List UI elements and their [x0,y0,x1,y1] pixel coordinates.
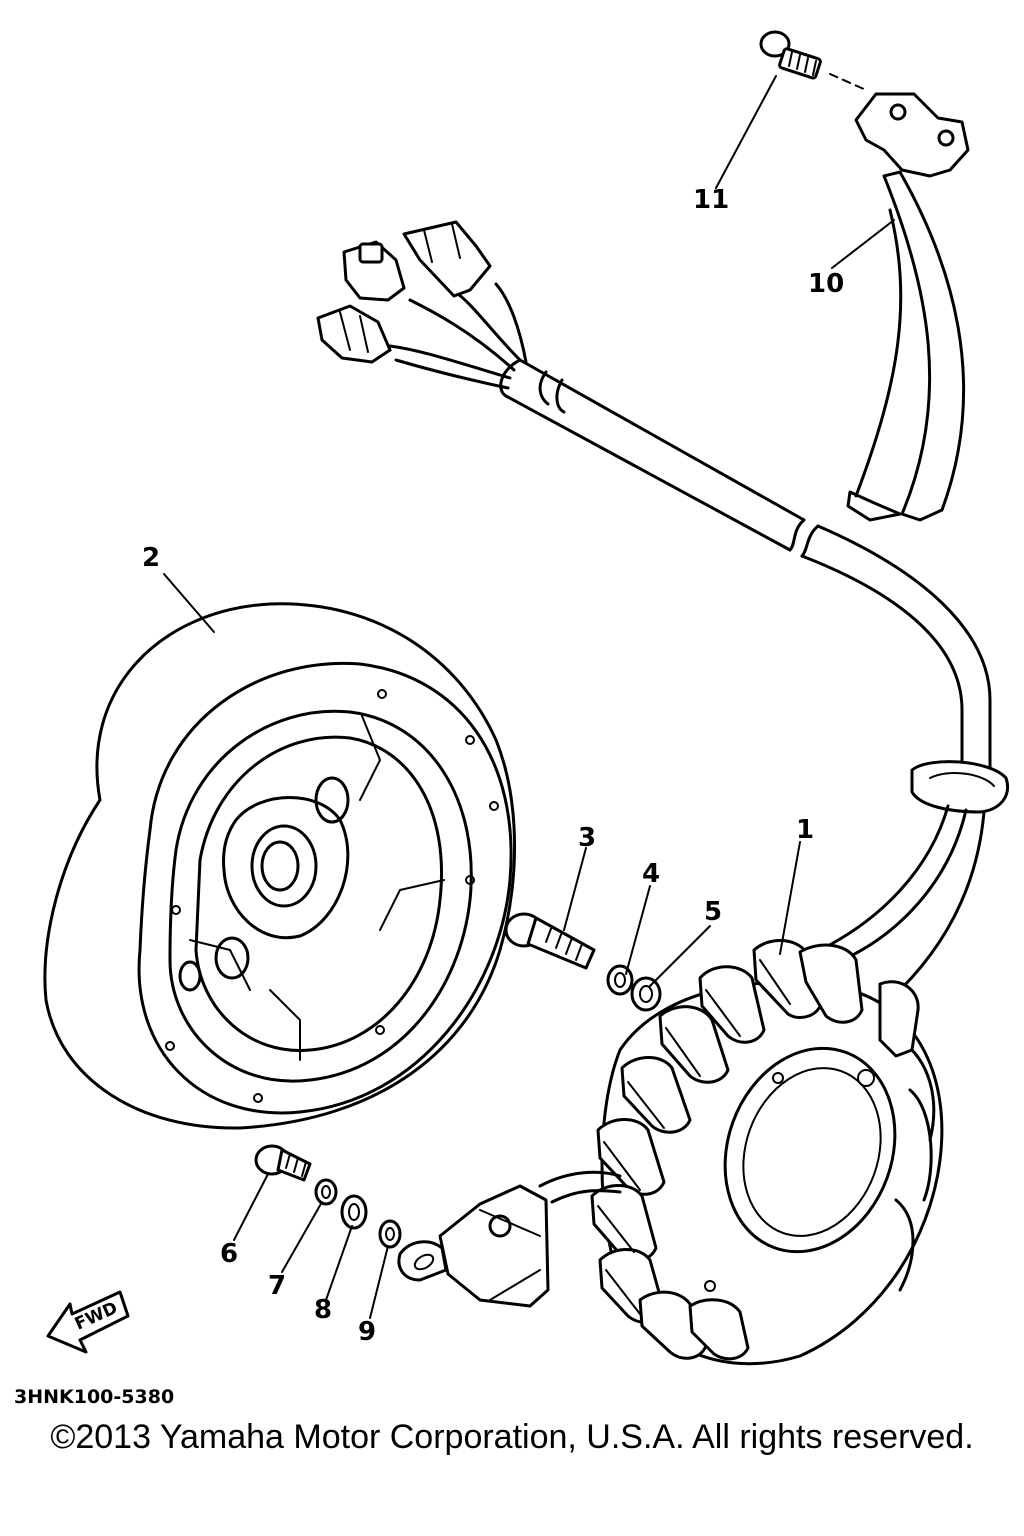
leader-lines [163,75,895,1319]
bolt-3 [504,912,596,970]
washer-9 [378,1219,402,1249]
pickup-coil [397,1170,622,1308]
washer-5 [630,976,662,1012]
callout-7: 7 [268,1271,286,1301]
callout-11: 11 [693,185,729,215]
fwd-arrow-icon: FWD [46,1290,130,1354]
callout-9: 9 [358,1317,376,1347]
callout-1: 1 [796,815,814,845]
wire-harness [316,220,1009,992]
screw-11 [759,30,867,91]
rotor-2 [43,602,517,1130]
screw-6 [254,1144,312,1182]
callout-8: 8 [314,1295,332,1325]
lock-washer-7 [314,1178,338,1206]
callout-2: 2 [142,543,160,573]
drawing-code: 3HNK100-5380 [14,1386,175,1408]
washer-4 [606,964,634,996]
callout-10: 10 [808,269,844,299]
callout-6: 6 [220,1239,238,1269]
callout-numbers: 11 10 2 3 4 5 1 6 7 8 9 [142,185,844,1347]
stator-1 [590,938,944,1366]
callout-3: 3 [578,823,596,853]
callout-5: 5 [704,897,722,927]
clamp-10 [846,92,970,522]
copyright-notice: ©2013 Yamaha Motor Corporation, U.S.A. A… [50,1418,974,1456]
washer-8 [340,1194,368,1230]
callout-4: 4 [642,859,660,889]
